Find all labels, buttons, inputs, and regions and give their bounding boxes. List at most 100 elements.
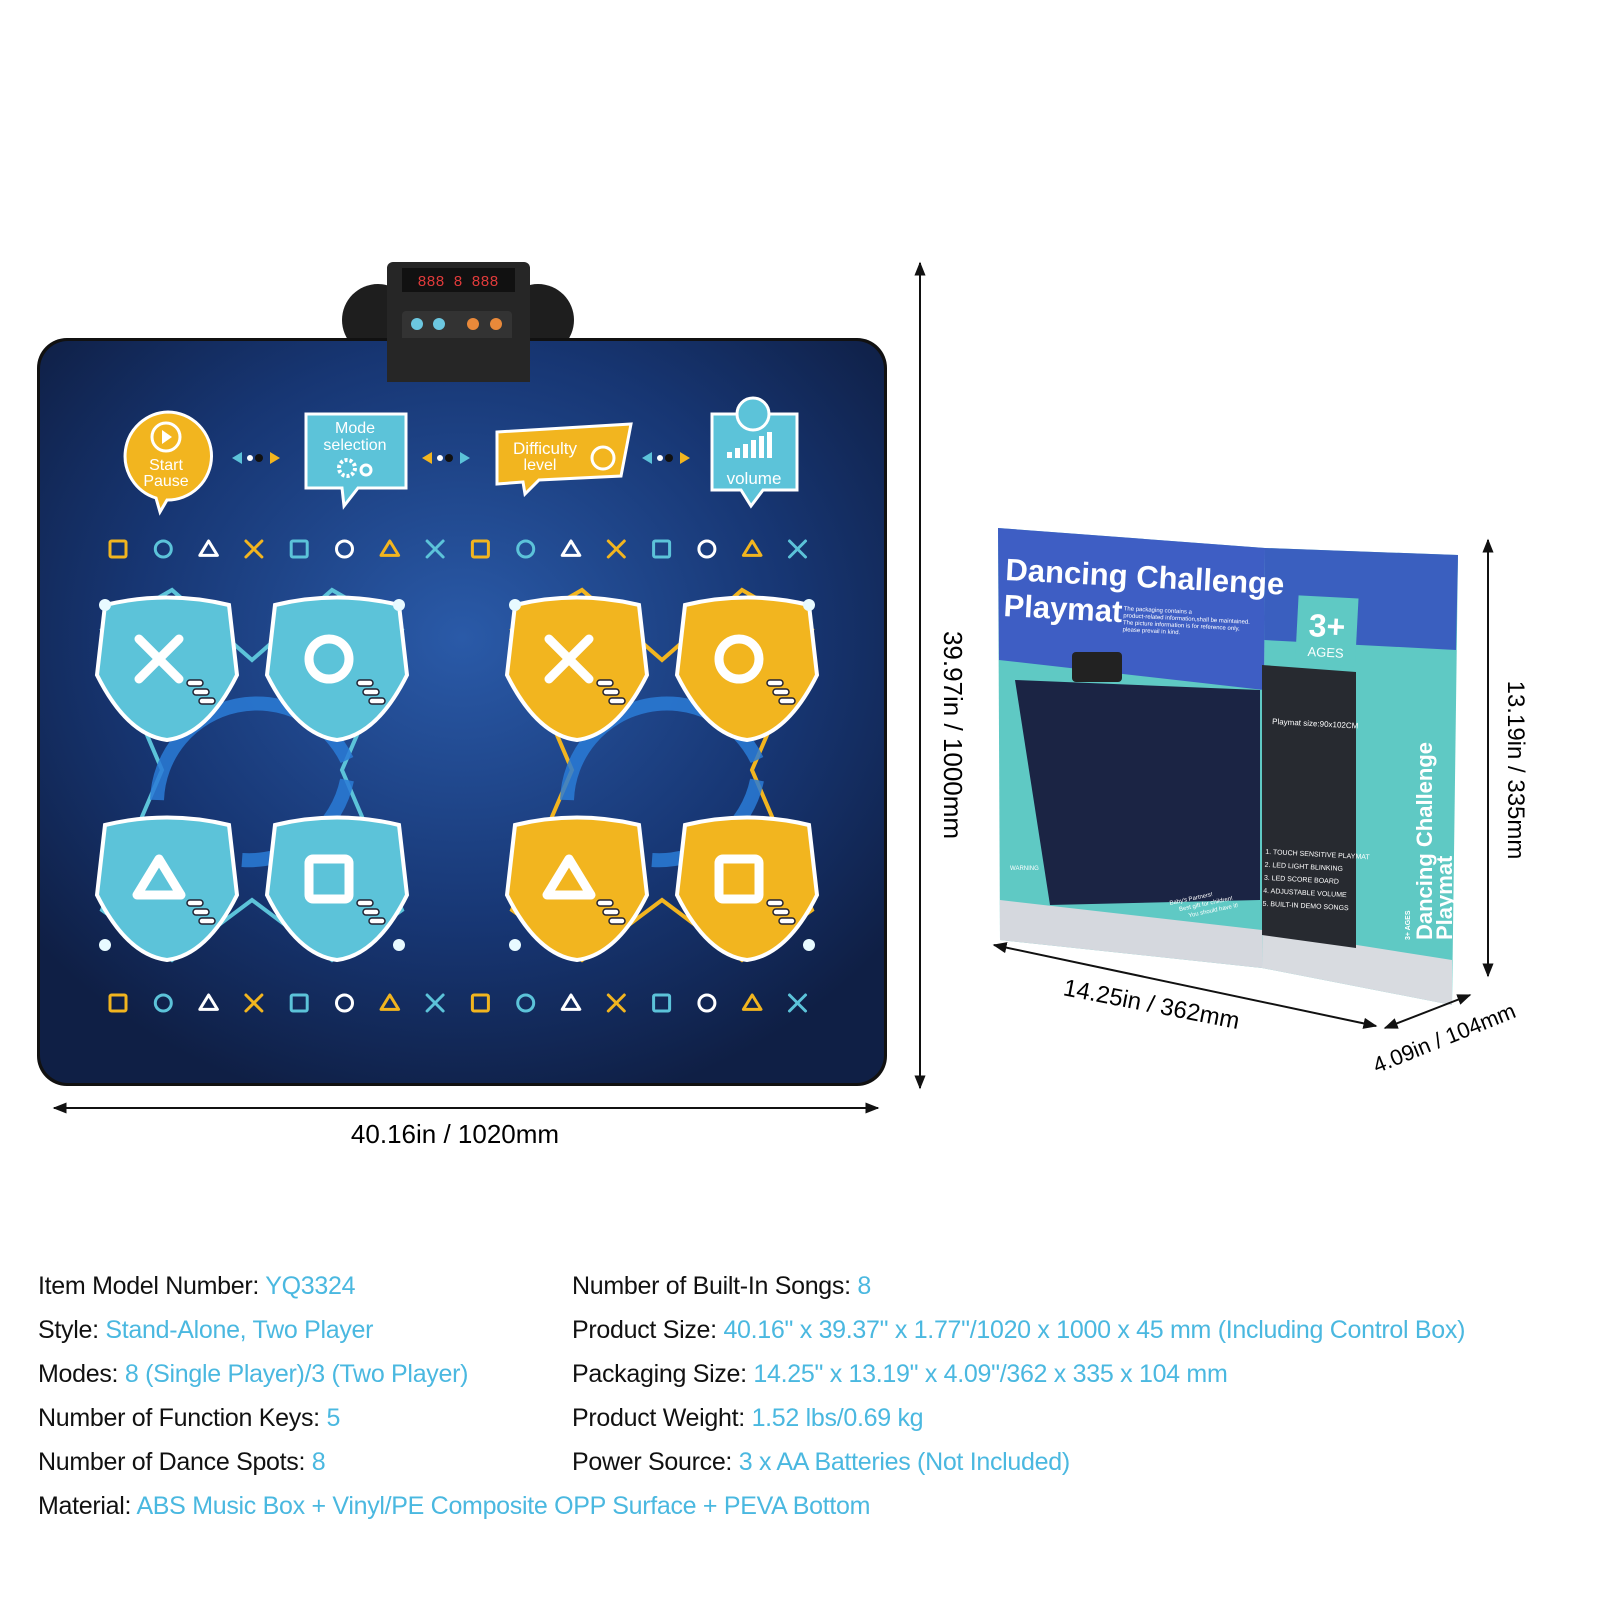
box-mat-image — [1015, 680, 1260, 905]
dance-spot-cross[interactable] — [94, 595, 240, 743]
spec-row: Number of Built-In Songs: 8 — [572, 1272, 871, 1301]
triangle-icon — [560, 993, 582, 1011]
triangle-icon — [379, 539, 401, 557]
dance-spot-triangle[interactable] — [504, 815, 650, 963]
circle-icon — [153, 993, 173, 1013]
dimension-arrows — [52, 261, 1494, 1114]
circle-icon — [697, 539, 717, 559]
svg-text:4. ADJUSTABLE VOLUME: 4. ADJUSTABLE VOLUME — [1263, 888, 1347, 899]
spec-row: Number of Dance Spots: 8 — [38, 1448, 326, 1477]
difficulty-label: Difficulty — [513, 439, 577, 458]
selection-label: selection — [323, 437, 386, 454]
cross-icon — [788, 993, 807, 1013]
triangle-icon — [198, 993, 219, 1011]
spec-label: Product Weight: — [572, 1404, 752, 1432]
led-light-icon — [393, 599, 405, 611]
circle-icon — [697, 993, 717, 1013]
square-icon — [289, 539, 309, 559]
box-side-age: 3+ AGES — [1405, 910, 1412, 940]
score-display: 888 8 888 — [417, 274, 498, 291]
age-badge: 3+ — [1308, 607, 1346, 645]
spec-label: Material: — [38, 1492, 137, 1520]
cross-icon — [134, 634, 184, 684]
cross-icon — [606, 539, 626, 559]
player-two-pad[interactable] — [504, 587, 820, 963]
spec-label: Modes: — [38, 1360, 125, 1388]
square-icon — [470, 539, 490, 559]
circle-icon — [714, 634, 764, 684]
led-light-icon — [99, 599, 111, 611]
dance-spot-square[interactable] — [674, 815, 820, 963]
box-depth-label: 4.09in / 104mm — [1369, 998, 1519, 1078]
box-tagline: Baby's Partners!Best gift for children!Y… — [1169, 892, 1239, 919]
start-pause-key[interactable]: Start Pause — [123, 410, 213, 516]
spec-row: Number of Function Keys: 5 — [38, 1404, 340, 1433]
svg-text:please prevail in kind.: please prevail in kind. — [1122, 627, 1180, 636]
box-width-label: 14.25in / 362mm — [1061, 974, 1242, 1035]
spec-value: 3 x AA Batteries (Not Included) — [738, 1448, 1070, 1476]
mode-label: Mode — [335, 420, 375, 437]
led-light-icon — [803, 939, 815, 951]
box-side-subtitle: Playmat — [1432, 855, 1457, 940]
dance-mat: Start Pause Mode selection Difficulty le… — [37, 338, 887, 1086]
svg-text:5. BUILT-IN DEMO SONGS: 5. BUILT-IN DEMO SONGS — [1262, 901, 1349, 913]
spec-value: 1.52 lbs/0.69 kg — [751, 1404, 924, 1432]
difficulty-level-key[interactable]: Difficulty level — [495, 422, 633, 498]
cross-icon — [606, 993, 626, 1013]
circle-icon — [335, 993, 354, 1013]
dance-spot-circle[interactable] — [674, 595, 820, 743]
circle-icon — [304, 634, 354, 684]
spec-label: Packaging Size: — [572, 1360, 754, 1388]
led-light-icon — [99, 939, 111, 951]
spec-row: Power Source: 3 x AA Batteries (Not Incl… — [572, 1448, 1070, 1477]
symbol-row-bottom — [108, 993, 807, 1013]
level-label: level — [524, 457, 557, 474]
circle-icon — [516, 539, 536, 559]
led-light-icon — [393, 939, 405, 951]
gear-icon — [337, 458, 357, 478]
square-icon — [652, 993, 672, 1013]
mode-selection-key[interactable]: Mode selection — [304, 412, 408, 510]
symbol-row-top — [108, 539, 807, 559]
svg-text:The packaging contains a: The packaging contains a — [1123, 606, 1192, 616]
spec-value: ABS Music Box + Vinyl/PE Composite OPP S… — [136, 1492, 871, 1520]
spec-label: Number of Dance Spots: — [38, 1448, 312, 1476]
dance-spot-cross[interactable] — [504, 595, 650, 743]
spec-row: Item Model Number: YQ3324 — [38, 1272, 356, 1301]
connector-dots — [232, 452, 690, 464]
box-subtitle: Playmat — [1003, 588, 1124, 629]
volume-key[interactable]: volume — [710, 396, 799, 509]
mat-height-label: 39.97in / 1000mm — [938, 631, 968, 839]
spec-row: Material: ABS Music Box + Vinyl/PE Compo… — [38, 1492, 870, 1521]
spec-label: Power Source: — [572, 1448, 739, 1476]
square-icon — [470, 993, 490, 1013]
player-one-pad[interactable] — [94, 587, 410, 963]
age-label: AGES — [1307, 644, 1344, 661]
spec-label: Style: — [38, 1316, 106, 1344]
box-side-title: Dancing Challenge — [1412, 742, 1437, 940]
circle-icon — [516, 993, 536, 1013]
cross-icon — [425, 539, 445, 559]
square-icon — [714, 854, 764, 904]
warning-label: WARNING — [1010, 866, 1039, 872]
dance-spot-square[interactable] — [264, 815, 410, 963]
led-light-icon — [803, 599, 815, 611]
dance-spot-circle[interactable] — [264, 595, 410, 743]
spec-row: Packaging Size: 14.25" x 13.19" x 4.09"/… — [572, 1360, 1228, 1389]
pad-outline — [99, 587, 405, 963]
spec-label: Item Model Number: — [38, 1272, 266, 1300]
pad-outline — [509, 587, 815, 963]
spec-row: Style: Stand-Alone, Two Player — [38, 1316, 373, 1345]
svg-text:2. LED LIGHT BLINKING: 2. LED LIGHT BLINKING — [1264, 862, 1343, 873]
mat-width-label: 40.16in / 1020mm — [351, 1119, 559, 1149]
square-icon — [304, 854, 354, 904]
dance-spot-triangle[interactable] — [94, 815, 240, 963]
spec-value: 8 (Single Player)/3 (Two Player) — [124, 1360, 469, 1388]
triangle-icon — [741, 993, 763, 1011]
triangle-icon — [198, 539, 219, 557]
square-icon — [108, 993, 128, 1013]
volume-label: volume — [727, 469, 782, 488]
spec-value: 8 — [857, 1272, 871, 1300]
square-icon — [652, 539, 672, 559]
